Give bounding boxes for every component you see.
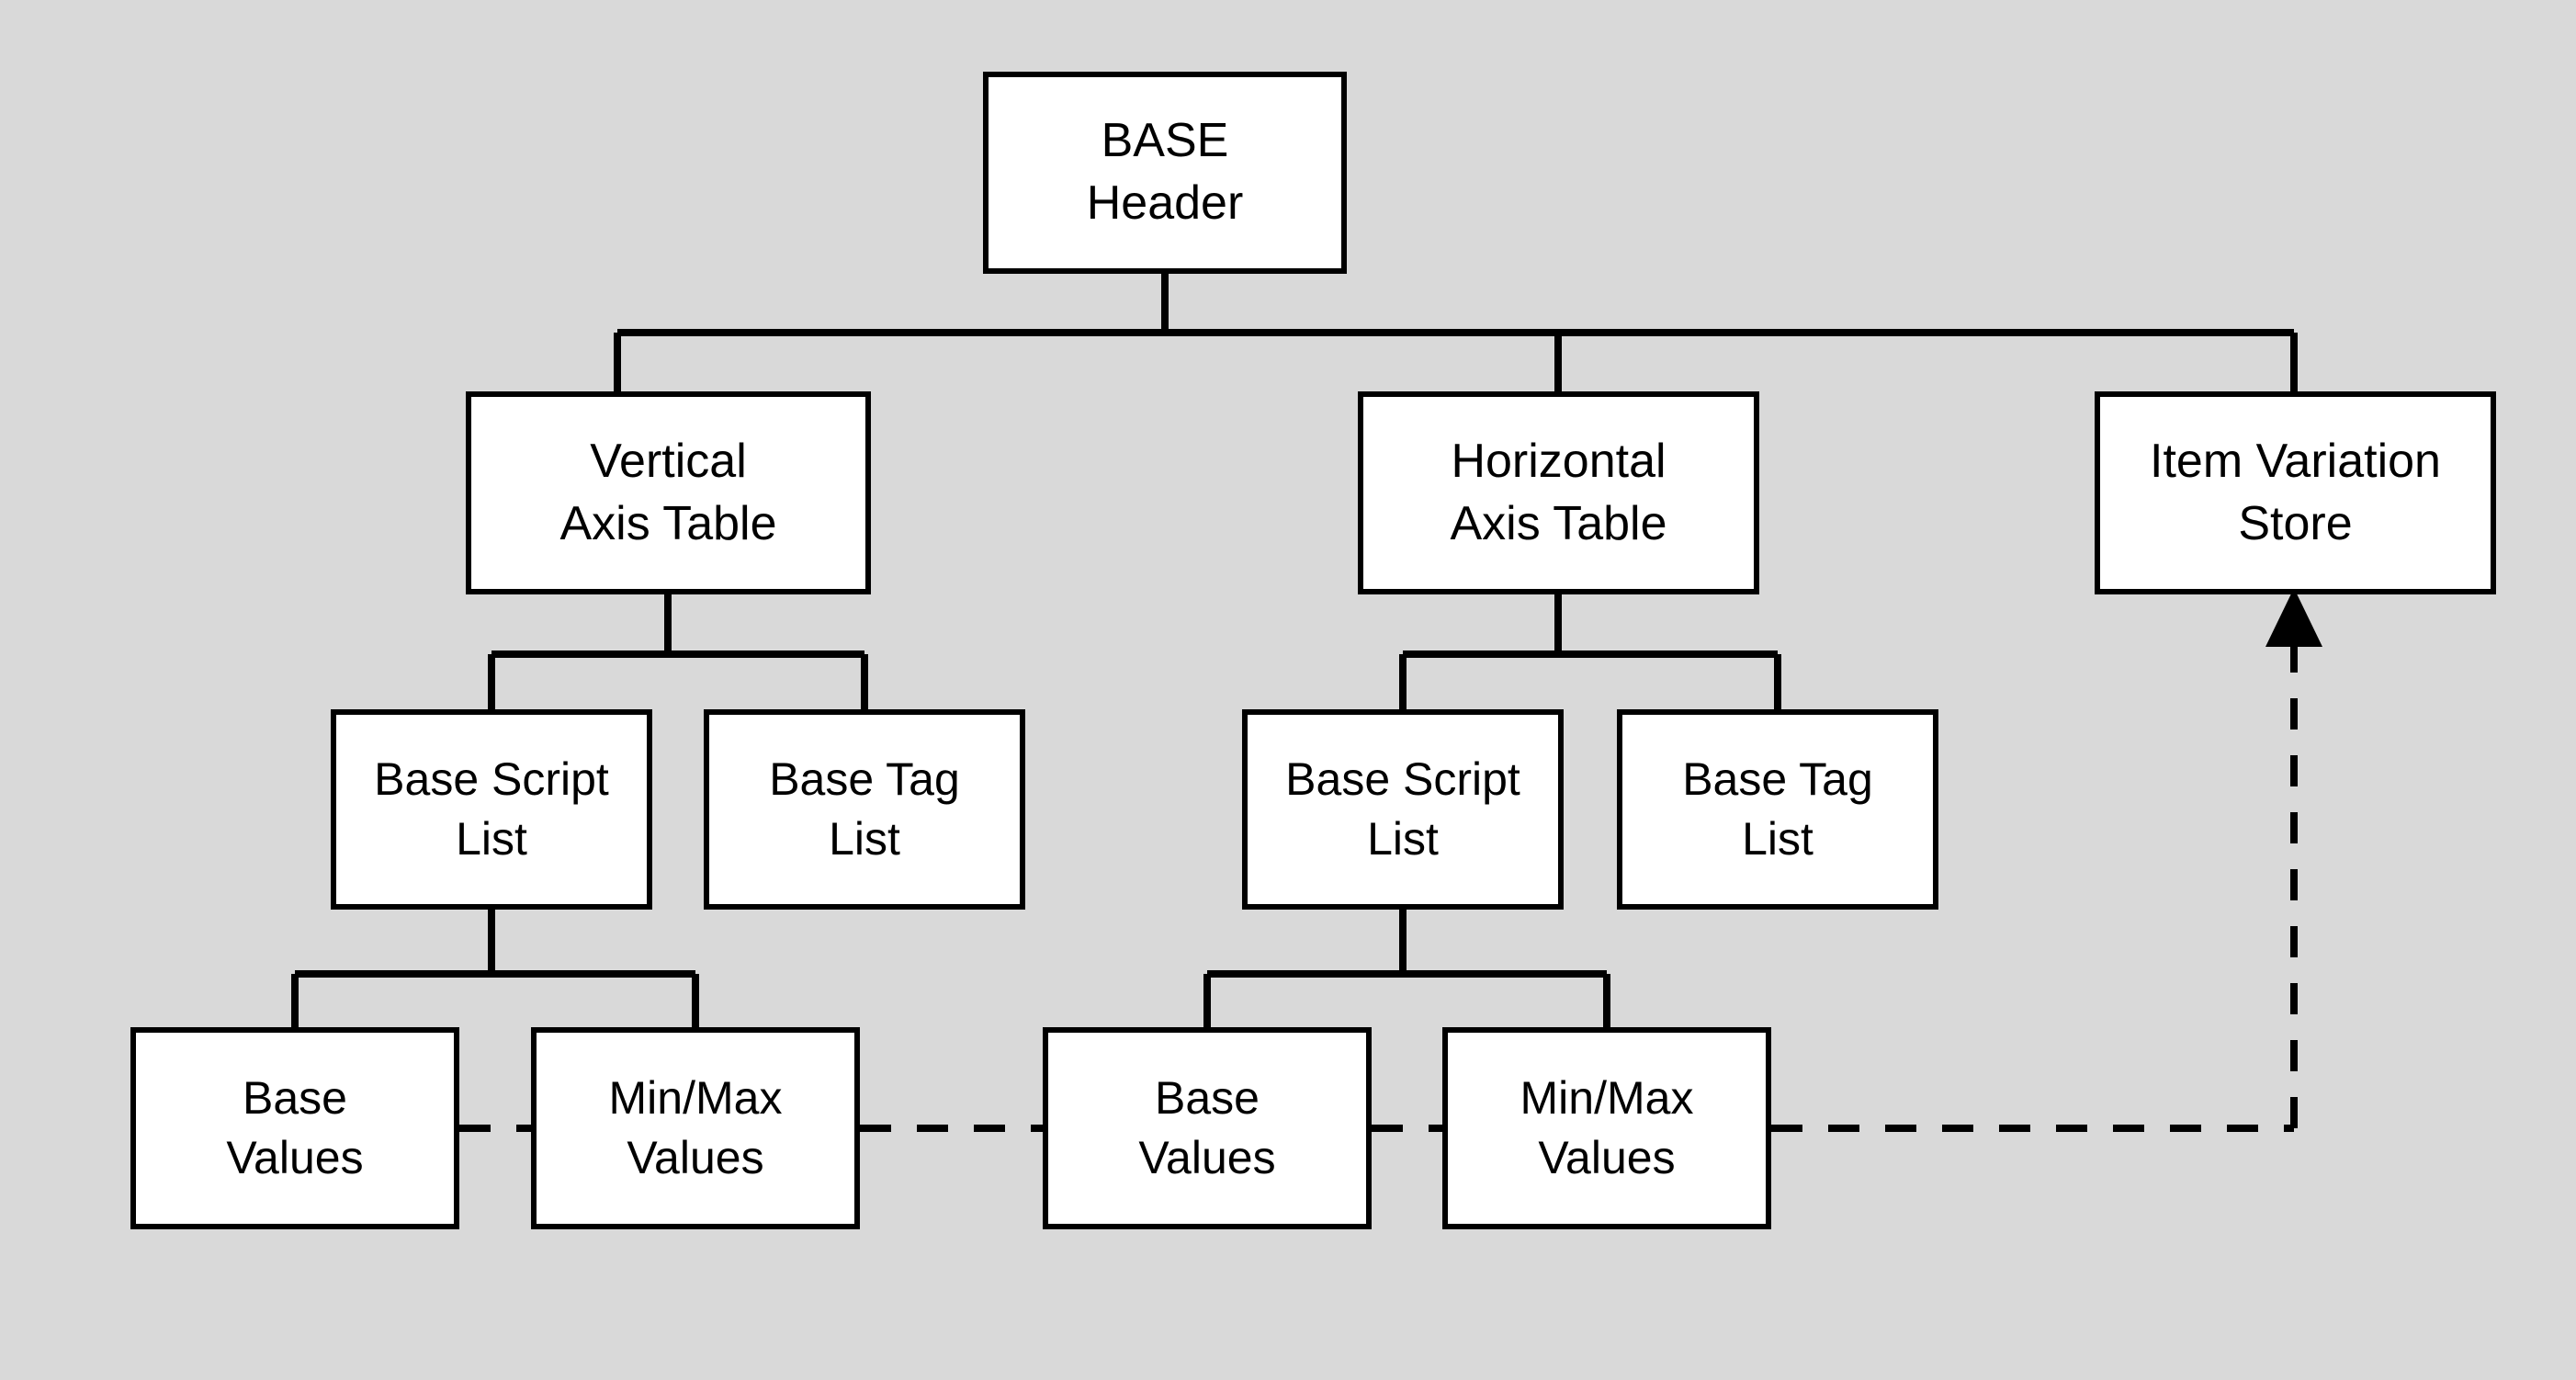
edge-vertical-axis-to-lists bbox=[488, 594, 868, 709]
node-horizontal-base-tag-list[interactable]: Base Tag List bbox=[1617, 709, 1938, 910]
node-horizontal-min-max-values[interactable]: Min/Max Values bbox=[1442, 1027, 1771, 1229]
edge-horizontal-axis-to-lists bbox=[1399, 594, 1781, 709]
node-label-line2: Axis Table bbox=[559, 496, 777, 550]
node-horizontal-base-values[interactable]: Base Values bbox=[1043, 1027, 1372, 1229]
node-label-line1: Base bbox=[243, 1072, 347, 1124]
node-vertical-min-max-values[interactable]: Min/Max Values bbox=[531, 1027, 860, 1229]
node-label-line1: Item Variation bbox=[2150, 434, 2441, 488]
edge-v-script-to-values bbox=[291, 910, 699, 1027]
node-label-line2: Header bbox=[1086, 176, 1244, 230]
node-label-line1: Min/Max bbox=[608, 1072, 783, 1124]
node-label-line2: Values bbox=[1138, 1132, 1276, 1183]
node-horizontal-axis-table[interactable]: Horizontal Axis Table bbox=[1358, 391, 1759, 594]
node-label-line1: Base Script bbox=[1285, 753, 1520, 805]
node-label-line1: Horizontal bbox=[1451, 434, 1666, 488]
node-vertical-base-values[interactable]: Base Values bbox=[130, 1027, 459, 1229]
node-label-line1: Base Tag bbox=[1682, 753, 1873, 805]
node-label-line2: List bbox=[1742, 813, 1813, 865]
node-label-line2: Values bbox=[1538, 1132, 1676, 1183]
node-label-line2: List bbox=[1367, 813, 1439, 865]
node-vertical-base-tag-list[interactable]: Base Tag List bbox=[704, 709, 1025, 910]
node-label-line2: List bbox=[829, 813, 900, 865]
node-vertical-base-script-list[interactable]: Base Script List bbox=[331, 709, 652, 910]
node-horizontal-base-script-list[interactable]: Base Script List bbox=[1242, 709, 1564, 910]
node-base-header[interactable]: BASE Header bbox=[983, 72, 1347, 274]
node-label-line2: List bbox=[456, 813, 527, 865]
node-label-line1: Vertical bbox=[590, 434, 747, 488]
node-label-line2: Store bbox=[2238, 496, 2353, 550]
node-label-line1: Min/Max bbox=[1520, 1072, 1694, 1124]
node-item-variation-store[interactable]: Item Variation Store bbox=[2095, 391, 2496, 594]
edge-h-script-to-values bbox=[1203, 910, 1610, 1027]
node-vertical-axis-table[interactable]: Vertical Axis Table bbox=[466, 391, 871, 594]
node-label-line1: Base Tag bbox=[769, 753, 960, 805]
node-label-line1: BASE bbox=[1101, 114, 1229, 168]
node-label-line2: Axis Table bbox=[1450, 496, 1667, 550]
node-label-line2: Values bbox=[627, 1132, 764, 1183]
edge-header-to-axes bbox=[614, 274, 2298, 391]
node-label-line1: Base Script bbox=[374, 753, 609, 805]
node-label-line2: Values bbox=[226, 1132, 364, 1183]
node-label-line1: Base bbox=[1155, 1072, 1260, 1124]
arrowhead-up-icon bbox=[2265, 588, 2322, 647]
